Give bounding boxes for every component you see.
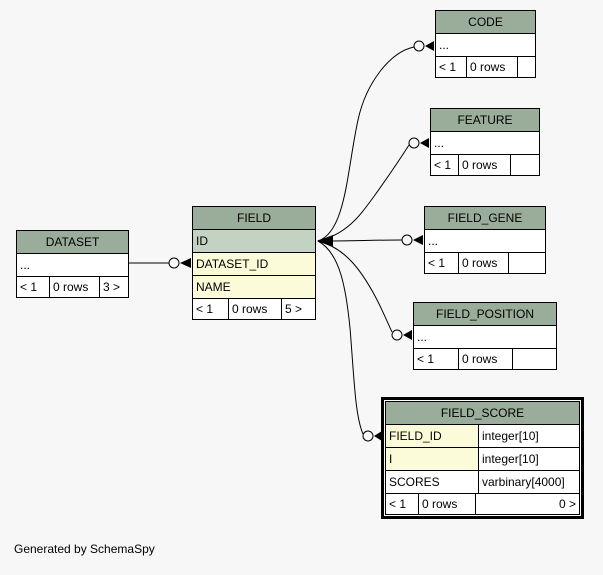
cardinality-circle — [168, 257, 180, 269]
relationship-line-field-feature — [317, 144, 410, 242]
column-type: varbinary[4000] — [482, 475, 565, 489]
column-name: FIELD_ID — [386, 425, 479, 447]
pager-next — [513, 349, 556, 369]
table-pager: < 1 0 rows 5 > — [193, 298, 315, 319]
pager-rowcount: 0 rows — [459, 349, 513, 369]
pager-prev: < 1 — [386, 494, 419, 514]
pager-next: 5 > — [285, 302, 303, 316]
table-field-gene[interactable]: FIELD_GENE ... < 1 0 rows — [424, 206, 546, 274]
pager-next — [509, 253, 545, 273]
column-row-field-id: FIELD_ID integer[10] — [386, 424, 579, 447]
pager-prev: < 1 — [431, 155, 459, 175]
column-name: I — [386, 448, 479, 470]
relationship-line-field-code — [317, 46, 415, 242]
table-pager: < 1 0 rows 0 > — [386, 493, 579, 514]
table-header-field-score: FIELD_SCORE — [386, 402, 579, 424]
column-type: integer[10] — [482, 429, 539, 443]
pager-rowcount: 0 rows — [419, 494, 476, 514]
table-pager: < 1 0 rows — [414, 348, 556, 369]
column-row-i: I integer[10] — [386, 447, 579, 470]
pager-rowcount: 0 rows — [229, 299, 282, 319]
pager-prev: < 1 — [425, 253, 459, 273]
column-type: integer[10] — [482, 452, 539, 466]
relationship-line-field-fieldposition — [317, 240, 393, 333]
crowsfoot-arrow — [425, 41, 434, 51]
table-pager: < 1 0 rows — [436, 56, 535, 77]
pager-prev: < 1 — [193, 299, 229, 319]
table-field[interactable]: FIELD ID DATASET_ID NAME < 1 0 rows 5 > — [192, 206, 316, 320]
columns-ellipsis-row: ... — [425, 229, 545, 252]
pager-rowcount: 0 rows — [459, 155, 511, 175]
table-header-code: CODE — [436, 11, 535, 33]
pager-rowcount: 0 rows — [467, 57, 518, 77]
pager-rowcount: 0 rows — [459, 253, 509, 273]
column-row-name: NAME — [193, 275, 315, 298]
column-row-dataset-id: DATASET_ID — [193, 252, 315, 275]
cardinality-circle — [408, 137, 420, 149]
relationship-line-field-fieldgene — [317, 239, 403, 242]
columns-ellipsis-row: ... — [17, 253, 128, 276]
pager-prev: < 1 — [17, 277, 50, 297]
pager-next: 3 > — [103, 280, 121, 294]
table-pager: < 1 0 rows — [431, 154, 539, 175]
table-header-dataset: DATASET — [17, 231, 128, 253]
cardinality-circle — [413, 40, 425, 52]
columns-ellipsis-row: ... — [431, 131, 539, 154]
fanout-arrow-wedge — [317, 235, 333, 247]
table-pager: < 1 0 rows 3 > — [17, 276, 128, 297]
table-header-field-position: FIELD_POSITION — [414, 303, 556, 325]
pager-prev: < 1 — [414, 349, 459, 369]
cardinality-circle — [401, 234, 413, 246]
cardinality-circle — [362, 430, 374, 442]
pager-prev: < 1 — [436, 57, 467, 77]
table-pager: < 1 0 rows — [425, 252, 545, 273]
column-row-scores: SCORES varbinary[4000] — [386, 470, 579, 493]
table-field-position[interactable]: FIELD_POSITION ... < 1 0 rows — [413, 302, 557, 370]
crowsfoot-arrow — [413, 235, 423, 245]
column-row-id: ID — [193, 229, 315, 252]
columns-ellipsis-row: ... — [414, 325, 556, 348]
table-header-field: FIELD — [193, 207, 315, 229]
relationship-line-field-fieldscore — [317, 240, 364, 435]
cardinality-circle — [391, 329, 403, 341]
table-header-field-gene: FIELD_GENE — [425, 207, 545, 229]
pager-next — [518, 57, 535, 77]
pager-rowcount: 0 rows — [50, 277, 100, 297]
columns-ellipsis-row: ... — [436, 33, 535, 56]
table-code[interactable]: CODE ... < 1 0 rows — [435, 10, 536, 78]
table-header-feature: FEATURE — [431, 109, 539, 131]
table-field-score[interactable]: FIELD_SCORE FIELD_ID integer[10] I integ… — [381, 397, 584, 519]
table-feature[interactable]: FEATURE ... < 1 0 rows — [430, 108, 540, 176]
crowsfoot-arrow — [180, 258, 191, 268]
column-name: SCORES — [386, 471, 479, 493]
crowsfoot-arrow — [403, 330, 412, 340]
crowsfoot-arrow — [420, 138, 429, 148]
pager-next: 0 > — [558, 497, 576, 511]
generated-by-note: Generated by SchemaSpy — [14, 542, 155, 556]
pager-next — [511, 155, 539, 175]
table-dataset[interactable]: DATASET ... < 1 0 rows 3 > — [16, 230, 129, 298]
